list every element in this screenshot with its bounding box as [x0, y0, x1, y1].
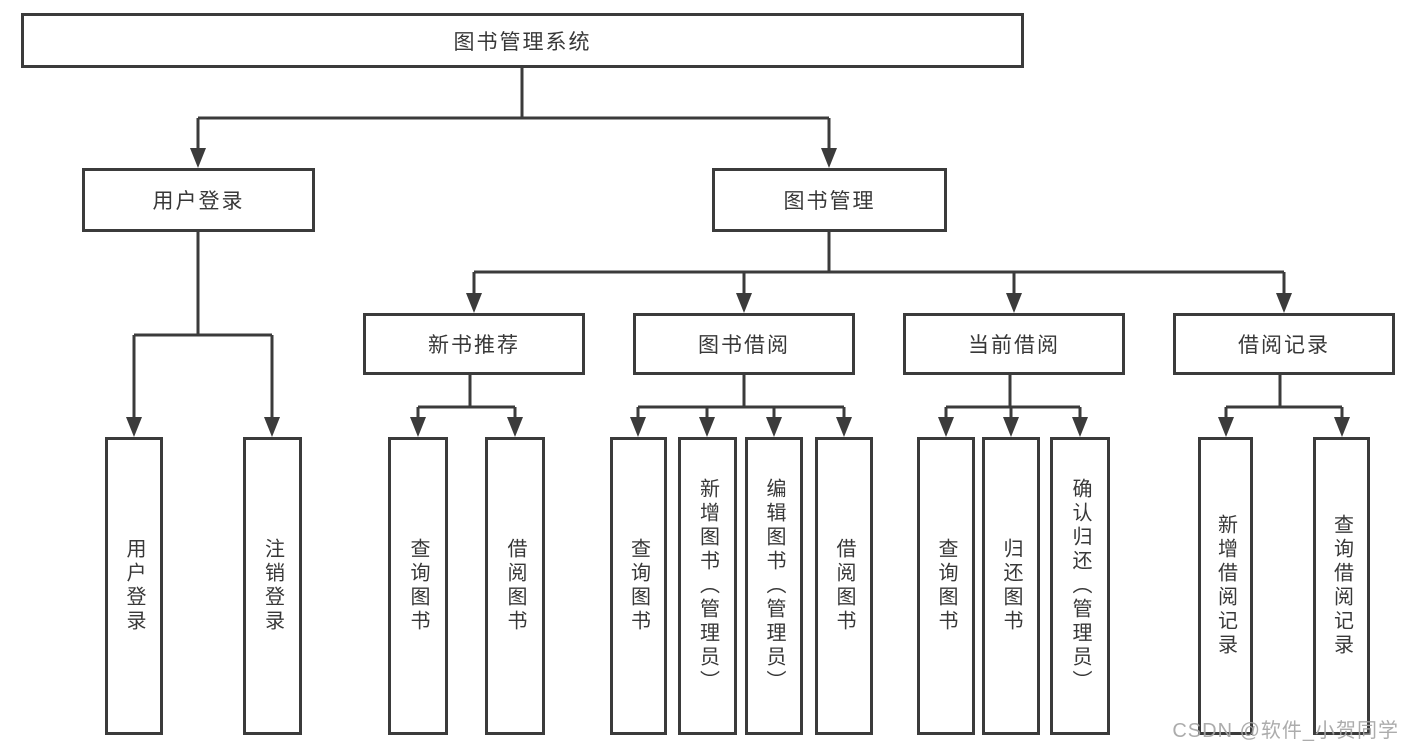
leaf-records-query-label: 查询借阅记录 — [1330, 514, 1353, 658]
leaf-current-query: 查询图书 — [917, 437, 975, 735]
leaf-borrow-edit-admin-label: 编辑图书（管理员） — [763, 478, 785, 694]
arrowheads — [126, 148, 1350, 437]
leaf-logout: 注销登录 — [243, 437, 302, 735]
leaf-current-confirm-admin: 确认归还（管理员） — [1050, 437, 1110, 735]
leaf-newbook-borrow-label: 借阅图书 — [504, 538, 526, 634]
node-book-mgmt: 图书管理 — [712, 168, 947, 232]
leaf-current-return-label: 归还图书 — [1000, 538, 1022, 634]
leaf-records-add: 新增借阅记录 — [1198, 437, 1253, 735]
node-user-login: 用户登录 — [82, 168, 315, 232]
node-current-borrow: 当前借阅 — [903, 313, 1125, 375]
node-book-borrow: 图书借阅 — [633, 313, 855, 375]
node-book-mgmt-label: 图书管理 — [783, 190, 876, 213]
node-current-borrow-label: 当前借阅 — [968, 334, 1060, 357]
leaf-newbook-query: 查询图书 — [388, 437, 448, 735]
leaf-borrow-query: 查询图书 — [610, 437, 667, 735]
leaf-borrow-add-admin: 新增图书（管理员） — [678, 437, 737, 735]
leaf-user-login-label: 用户登录 — [123, 538, 145, 634]
node-borrow-records: 借阅记录 — [1173, 313, 1395, 375]
leaf-newbook-borrow: 借阅图书 — [485, 437, 545, 735]
leaf-logout-label: 注销登录 — [261, 538, 284, 634]
node-user-login-label: 用户登录 — [152, 190, 245, 213]
leaf-records-query: 查询借阅记录 — [1313, 437, 1370, 735]
leaf-current-query-label: 查询图书 — [935, 538, 957, 634]
leaf-user-login: 用户登录 — [105, 437, 163, 735]
leaf-borrow-query-label: 查询图书 — [627, 538, 650, 634]
node-root-label: 图书管理系统 — [453, 30, 592, 54]
csdn-watermark: CSDN @软件_小贺同学 — [1172, 720, 1399, 742]
leaf-current-confirm-admin-label: 确认归还（管理员） — [1069, 478, 1091, 694]
leaf-borrow-edit-admin: 编辑图书（管理员） — [745, 437, 803, 735]
leaf-current-return: 归还图书 — [982, 437, 1040, 735]
node-new-book-recommend: 新书推荐 — [363, 313, 585, 375]
node-new-book-recommend-label: 新书推荐 — [428, 334, 520, 357]
node-borrow-records-label: 借阅记录 — [1238, 334, 1330, 357]
leaf-borrow-borrow: 借阅图书 — [815, 437, 873, 735]
leaf-borrow-add-admin-label: 新增图书（管理员） — [696, 478, 719, 694]
leaf-borrow-borrow-label: 借阅图书 — [833, 538, 855, 634]
leaf-records-add-label: 新增借阅记录 — [1214, 514, 1237, 658]
node-book-borrow-label: 图书借阅 — [698, 334, 790, 357]
leaf-newbook-query-label: 查询图书 — [407, 538, 429, 634]
node-root: 图书管理系统 — [21, 13, 1024, 68]
